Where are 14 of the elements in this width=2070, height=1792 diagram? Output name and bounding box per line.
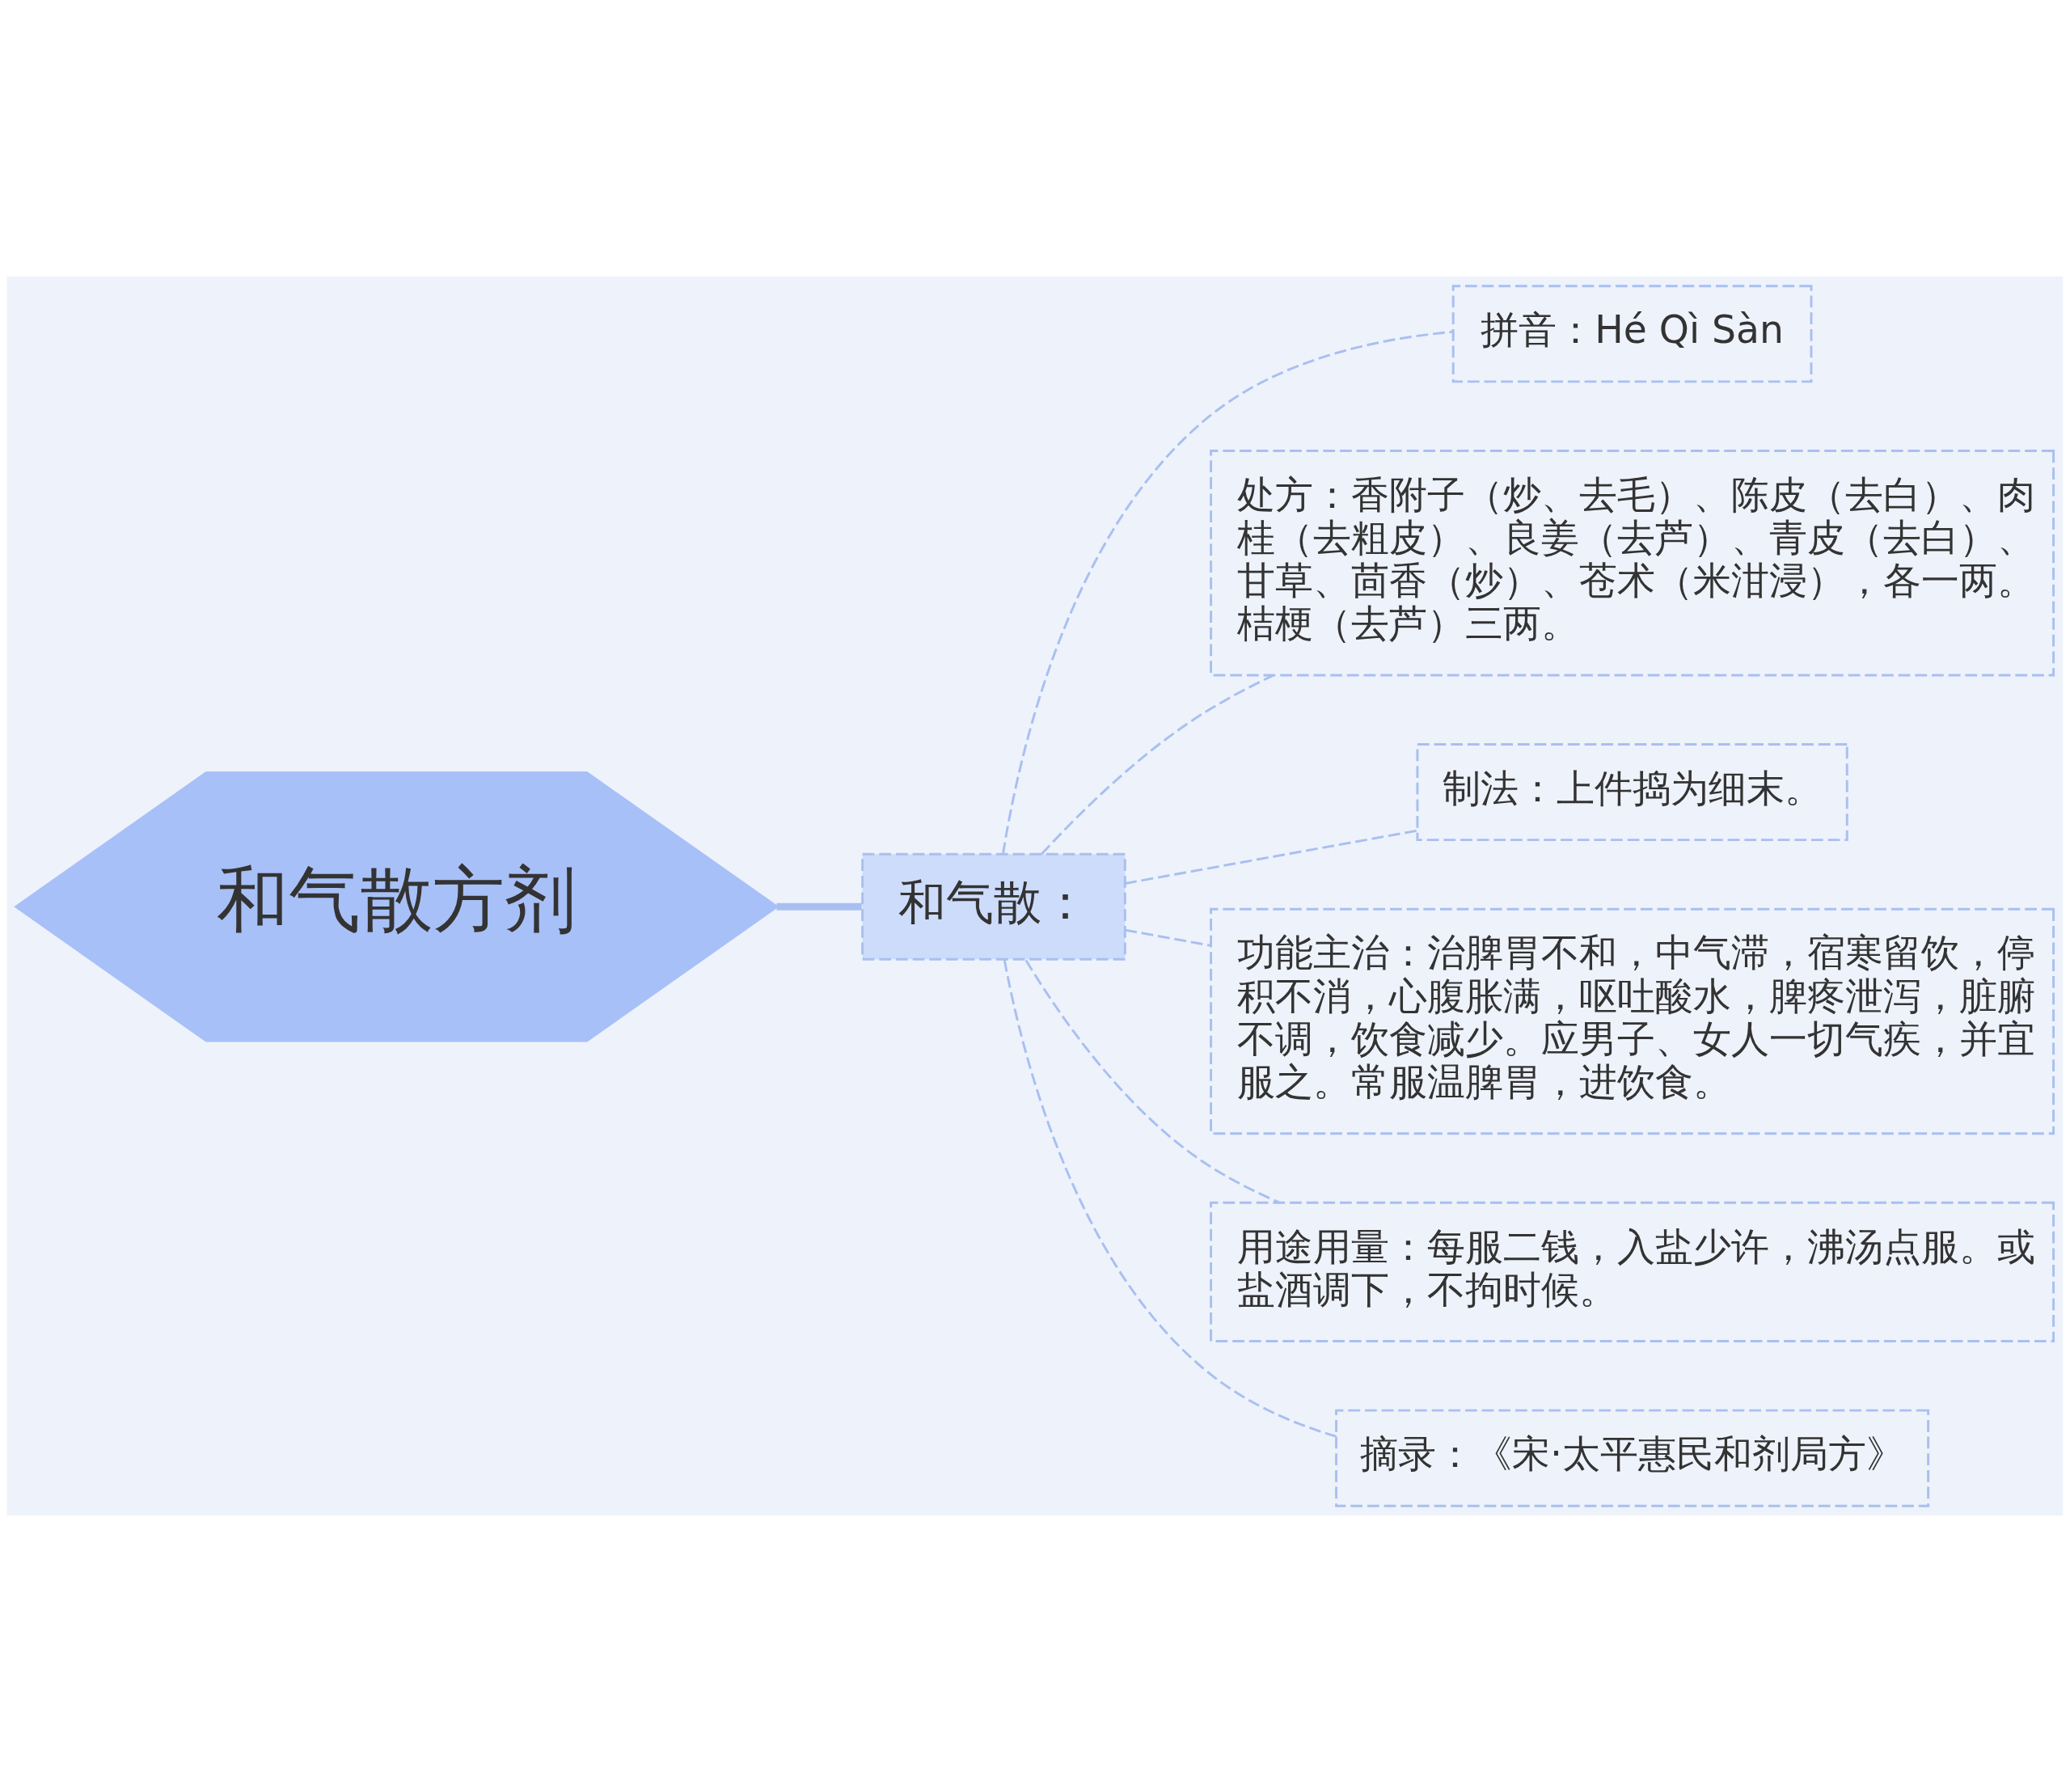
connector bbox=[776, 902, 862, 911]
connector bbox=[1125, 928, 1211, 947]
connector bbox=[1125, 829, 1417, 885]
node-box: 拼音：Hé Qì Sàn bbox=[1451, 285, 1813, 383]
node-box: 功能主治：治脾胃不和，中气滞，宿寒留饮，停积不消，心腹胀满，呕吐酸水，脾疼泄泻，脏腑不调，饮食减少。应男子、女人一切气疾，并宜服之。常服温脾胃，进饮食。 bbox=[1210, 907, 2055, 1135]
connector bbox=[1041, 674, 1274, 856]
node-box: 摘录：《宋·太平惠民和剂局方》 bbox=[1335, 1409, 1930, 1507]
node-box: 处方：香附子（炒、去毛）、陈皮（去白）、肉桂（去粗皮）、良姜（去芦）、青皮（去白）、甘草、茴香（炒）、苍术（米泔浸），各一两。桔梗（去芦）三两。 bbox=[1210, 450, 2055, 677]
node-box: 和气散： bbox=[861, 852, 1126, 961]
connector bbox=[1003, 959, 1337, 1438]
node-box: 制法：上件捣为细末。 bbox=[1416, 743, 1848, 842]
connector bbox=[1001, 330, 1453, 855]
connector bbox=[1024, 959, 1281, 1204]
node-box: 用途用量：每服二钱，入盐少许，沸汤点服。或盐酒调下，不拘时候。 bbox=[1210, 1201, 2055, 1342]
